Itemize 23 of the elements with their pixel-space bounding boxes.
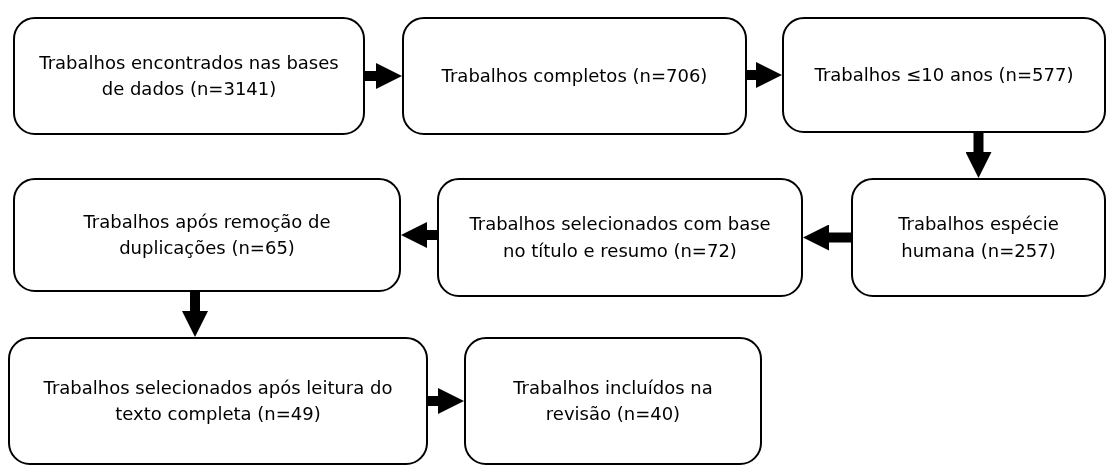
box-text: Trabalhos ≤10 anos (n=577) [814, 62, 1074, 87]
arrow [401, 222, 437, 248]
arrow [428, 388, 464, 414]
process-box [464, 337, 762, 465]
box-text: Trabalhos selecionados com base no título e resumo (n=72) [468, 212, 772, 263]
arrow [365, 63, 402, 89]
box-text: Trabalhos selecionados após leitura do texto completa (n=49) [42, 375, 394, 426]
arrow [965, 133, 992, 178]
process-box [402, 17, 747, 135]
arrow [747, 62, 782, 88]
process-box [782, 17, 1106, 133]
process-box [851, 178, 1106, 297]
box-text: Trabalhos espécie humana (n=257) [897, 212, 1060, 263]
process-box [13, 17, 365, 135]
process-box [13, 178, 401, 292]
box-text: Trabalhos incluídos na revisão (n=40) [512, 375, 714, 426]
arrow [182, 292, 208, 337]
arrow [803, 224, 851, 251]
process-box [437, 178, 803, 297]
process-box [8, 337, 428, 465]
box-text: Trabalhos encontrados nas bases de dados (n=3141) [38, 50, 340, 101]
box-text: Trabalhos completos (n=706) [441, 63, 708, 88]
box-text: Trabalhos após remoção de duplicações (n=65) [82, 209, 332, 260]
